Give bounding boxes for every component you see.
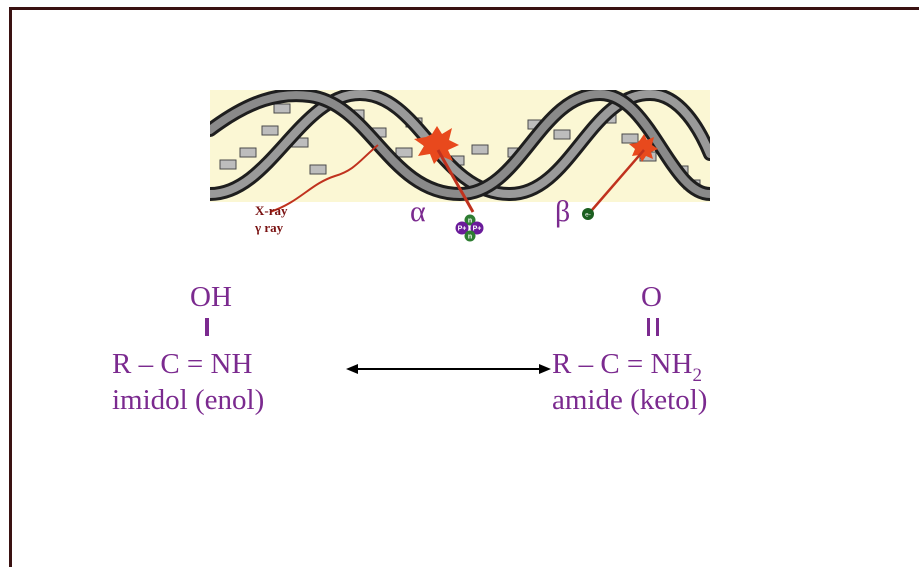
arrowhead-left	[346, 364, 358, 374]
base-pair	[239, 147, 257, 158]
imidol-formula: R – C = NH	[112, 348, 253, 380]
alpha-damage-burst	[414, 126, 459, 164]
neutron-particle	[464, 214, 476, 226]
xray-path	[269, 144, 379, 213]
base-pair	[621, 133, 639, 144]
base-pair	[261, 125, 279, 136]
base-pair	[273, 103, 291, 114]
base-pair	[219, 159, 237, 170]
neutron-label: n	[468, 234, 472, 241]
base-pair	[553, 129, 571, 140]
base-pair	[309, 164, 327, 175]
amide-formula: R – C = NH2	[552, 348, 702, 386]
carbonyl-oxygen-label: O	[641, 281, 662, 313]
electron-label: e-	[585, 212, 591, 219]
base-pair	[395, 147, 413, 158]
imidol-name: imidol (enol)	[112, 384, 265, 416]
alpha-particle: P+ P+ n n	[455, 214, 484, 242]
double-bond-line	[656, 318, 659, 336]
dna-radiation-figure: P+ P+ n n e- X-ray γ ray α β	[210, 90, 710, 242]
beta-track	[591, 149, 645, 211]
proton-particle	[455, 221, 469, 235]
slide-frame	[9, 7, 919, 567]
alpha-label: α	[410, 195, 426, 228]
amide-name: amide (ketol)	[552, 384, 708, 416]
hydroxyl-group-label: OH	[190, 281, 232, 313]
gamma-ray-label: γ ray	[254, 220, 284, 235]
helix-strands	[210, 90, 710, 202]
neutron-particle	[464, 230, 476, 242]
helix-strand	[210, 90, 710, 199]
double-bond-line	[647, 318, 650, 336]
proton-particle	[470, 221, 484, 235]
base-pair	[471, 144, 489, 155]
arrowhead-right	[539, 364, 551, 374]
amide-formula-subscript: 2	[692, 365, 702, 386]
electron-particle	[582, 208, 594, 220]
amide-formula-main: R – C = NH	[552, 348, 693, 380]
proton-label: P+	[473, 226, 482, 233]
proton-label: P+	[458, 226, 467, 233]
neutron-label: n	[468, 218, 472, 225]
beta-label: β	[555, 195, 570, 228]
beta-damage-burst	[629, 134, 658, 162]
xray-label: X-ray	[255, 203, 288, 218]
equilibrium-arrow	[346, 364, 551, 374]
single-bond	[205, 318, 209, 336]
alpha-track	[436, 149, 475, 213]
